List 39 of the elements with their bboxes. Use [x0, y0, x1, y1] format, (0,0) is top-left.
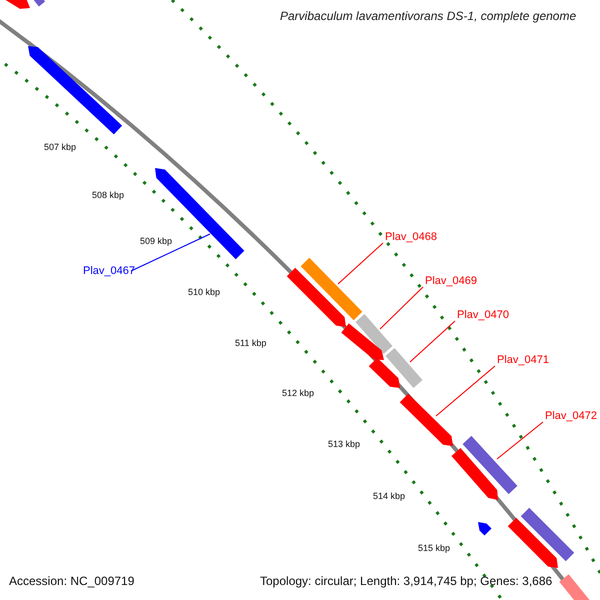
gene-label: Plav_0472: [545, 410, 597, 423]
gene-label: Plav_0470: [457, 309, 509, 322]
gene-block: [559, 574, 590, 600]
gene-block: [400, 394, 453, 446]
tick-label: 508 kbp: [92, 190, 124, 200]
tick-label: 513 kbp: [328, 439, 360, 450]
gene-block: [452, 448, 498, 500]
gene-block: [386, 348, 422, 388]
leader-line: [130, 234, 210, 272]
gene-block: [478, 522, 492, 536]
gene-block: [520, 508, 574, 562]
gene-block: [368, 358, 400, 388]
tick-label: 514 kbp: [373, 491, 406, 502]
leader-line: [410, 320, 456, 362]
leader-line: [436, 366, 496, 416]
gene-label: Plav_0471: [497, 354, 549, 367]
leader-line: [496, 422, 544, 460]
gene-block: [341, 323, 384, 360]
gene-block: [286, 268, 346, 327]
gene-block: [28, 46, 122, 134]
tick-label: 507 kbp: [44, 142, 76, 152]
leader-line: [338, 242, 384, 284]
gene-label: Plav_0468: [385, 231, 437, 244]
gene-label: Plav_0467: [83, 265, 135, 278]
diagram-title: Parvibaculum lavamentivorans DS-1, complete genome: [280, 10, 576, 24]
tick-label: 515 kbp: [418, 543, 450, 554]
tick-label: 512 kbp: [282, 388, 314, 398]
leader-line: [380, 286, 424, 330]
gene-block: [356, 314, 392, 354]
genome-info-text: Topology: circular; Length: 3,914,745 bp; Genes: 3,686: [260, 575, 552, 589]
gene-block: [300, 258, 362, 320]
gene-block: [462, 436, 518, 494]
tick-label: 510 kbp: [188, 287, 220, 298]
accession-text: Accession: NC_009719: [9, 575, 134, 589]
tick-label: 509 kbp: [140, 236, 172, 246]
gene-block: [508, 518, 558, 568]
gene-label: Plav_0469: [425, 275, 477, 288]
gene-block: [155, 168, 244, 260]
tick-label: 511 kbp: [235, 338, 266, 348]
